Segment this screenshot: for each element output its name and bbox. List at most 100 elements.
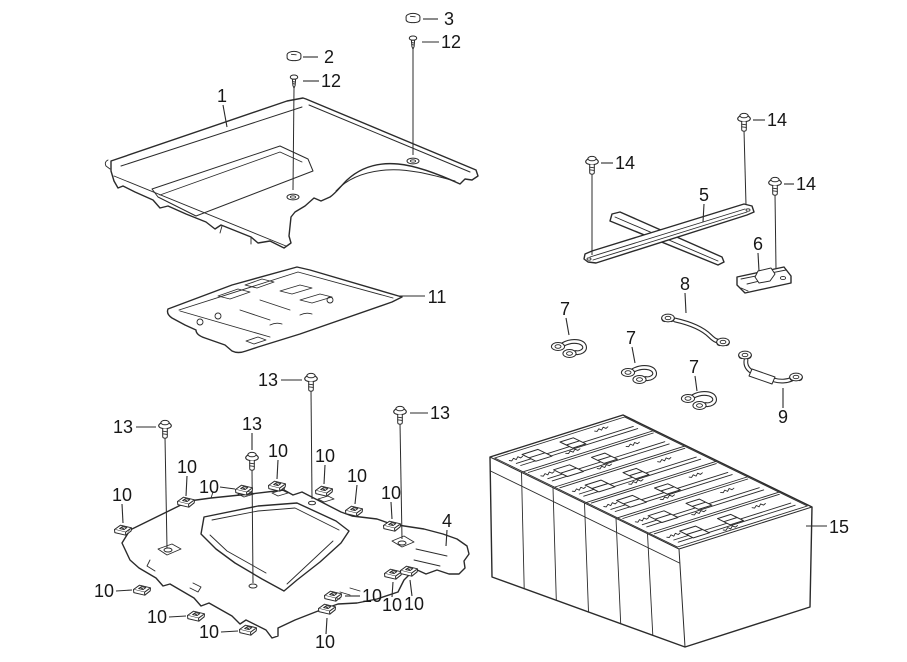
- line-art: [743, 129, 747, 206]
- line-art: [276, 459, 279, 480]
- bolt-fastener: [768, 176, 782, 196]
- line-art: [151, 145, 314, 217]
- line-art: [748, 368, 776, 385]
- callout-7-c: 7: [689, 357, 699, 377]
- callout-2: 2: [324, 47, 334, 67]
- cap-fastener: [286, 50, 302, 62]
- bracket-drawing: [736, 266, 792, 294]
- line-art: [397, 540, 407, 546]
- line-art: [325, 617, 328, 635]
- line-art: [185, 475, 188, 497]
- callout-10-h: 10: [94, 581, 114, 601]
- line-art: [631, 346, 636, 364]
- line-art: [222, 104, 228, 128]
- cover-drawing: [104, 97, 479, 249]
- line-art: [196, 318, 204, 326]
- line-art: [200, 502, 350, 592]
- line-art: [409, 579, 413, 597]
- callout-14-c: 14: [796, 174, 816, 194]
- line-art: [120, 104, 471, 173]
- line-art: [220, 630, 239, 633]
- bolt-fastener: [158, 419, 172, 439]
- bolt-fastener: [585, 155, 599, 175]
- line-art: [335, 169, 456, 192]
- callout-10-f: 10: [347, 466, 367, 486]
- callout-14-b: 14: [615, 153, 635, 173]
- line-art: [702, 203, 705, 223]
- callout-10-j: 10: [199, 622, 219, 642]
- insulator-panel-drawing: [166, 266, 403, 354]
- line-art: [673, 318, 720, 343]
- line-art: [292, 87, 295, 191]
- callout-10-n: 10: [404, 594, 424, 614]
- callout-12-b: 12: [321, 71, 341, 91]
- battery-terminal-blocks: [521, 437, 744, 539]
- battery-pack-top-details: [490, 416, 808, 636]
- line-art: [326, 296, 334, 304]
- callout-10-m: 10: [382, 595, 402, 615]
- callout-4: 4: [442, 511, 452, 531]
- callout-10-c: 10: [199, 477, 219, 497]
- callout-10-k: 10: [362, 586, 382, 606]
- cable-ring-terminal: [661, 313, 675, 323]
- callout-7-b: 7: [626, 328, 636, 348]
- cable-ring-terminal: [789, 372, 803, 382]
- battery-label-scribble: [508, 426, 766, 538]
- line-art: [308, 500, 316, 506]
- line-art: [684, 292, 687, 314]
- cable-ring-terminal: [716, 337, 730, 347]
- callout-5: 5: [699, 185, 709, 205]
- line-art: [589, 208, 748, 261]
- clip-fastener: [187, 610, 205, 622]
- callout-9: 9: [778, 407, 788, 427]
- clip-fastener: [239, 624, 257, 636]
- callout-6: 6: [753, 234, 763, 254]
- cover-grommet: [286, 193, 300, 201]
- line-art: [163, 547, 173, 553]
- screw-fastener: [289, 74, 299, 89]
- callout-13-b: 13: [258, 370, 278, 390]
- line-art: [399, 422, 403, 540]
- callout-1: 1: [217, 86, 227, 106]
- callout-10-d: 10: [268, 441, 288, 461]
- line-art: [445, 529, 448, 547]
- callout-10-b: 10: [177, 457, 197, 477]
- callout-13-c: 13: [242, 414, 262, 434]
- line-art: [390, 501, 393, 520]
- bolt-fastener: [737, 112, 751, 132]
- line-art: [168, 615, 187, 618]
- busbar: [681, 393, 714, 409]
- line-art: [745, 208, 751, 212]
- cable-ring-terminal: [738, 350, 752, 360]
- callout-11: 11: [428, 287, 447, 307]
- leader-lines: [115, 18, 827, 635]
- clip-fastener: [315, 485, 333, 497]
- cross-brace-drawing: [583, 203, 755, 266]
- busbar: [551, 341, 584, 357]
- callout-10-e: 10: [315, 446, 335, 466]
- line-art: [694, 375, 698, 392]
- line-art: [754, 267, 776, 284]
- line-art: [159, 151, 303, 196]
- line-art: [583, 203, 755, 264]
- busbar: [621, 367, 654, 383]
- bolt-fastener: [245, 451, 259, 471]
- line-art: [248, 583, 258, 589]
- cover-grommet: [406, 157, 420, 165]
- line-art: [757, 252, 760, 272]
- bolt-fastener: [304, 372, 318, 392]
- callout-10-g: 10: [381, 483, 401, 503]
- callout-14-a: 14: [767, 110, 787, 130]
- line-art: [121, 503, 124, 524]
- line-art: [219, 486, 236, 490]
- cap-fastener: [405, 12, 421, 24]
- callout-10-l: 10: [315, 632, 335, 652]
- battery-pack-drawing: [489, 414, 813, 648]
- callout-10-a: 10: [112, 485, 132, 505]
- cable-short-drawing: [661, 313, 730, 347]
- line-art: [354, 484, 358, 505]
- mounting-frame-drawing: [121, 484, 470, 639]
- line-art: [323, 464, 326, 485]
- bolt-fastener: [393, 405, 407, 425]
